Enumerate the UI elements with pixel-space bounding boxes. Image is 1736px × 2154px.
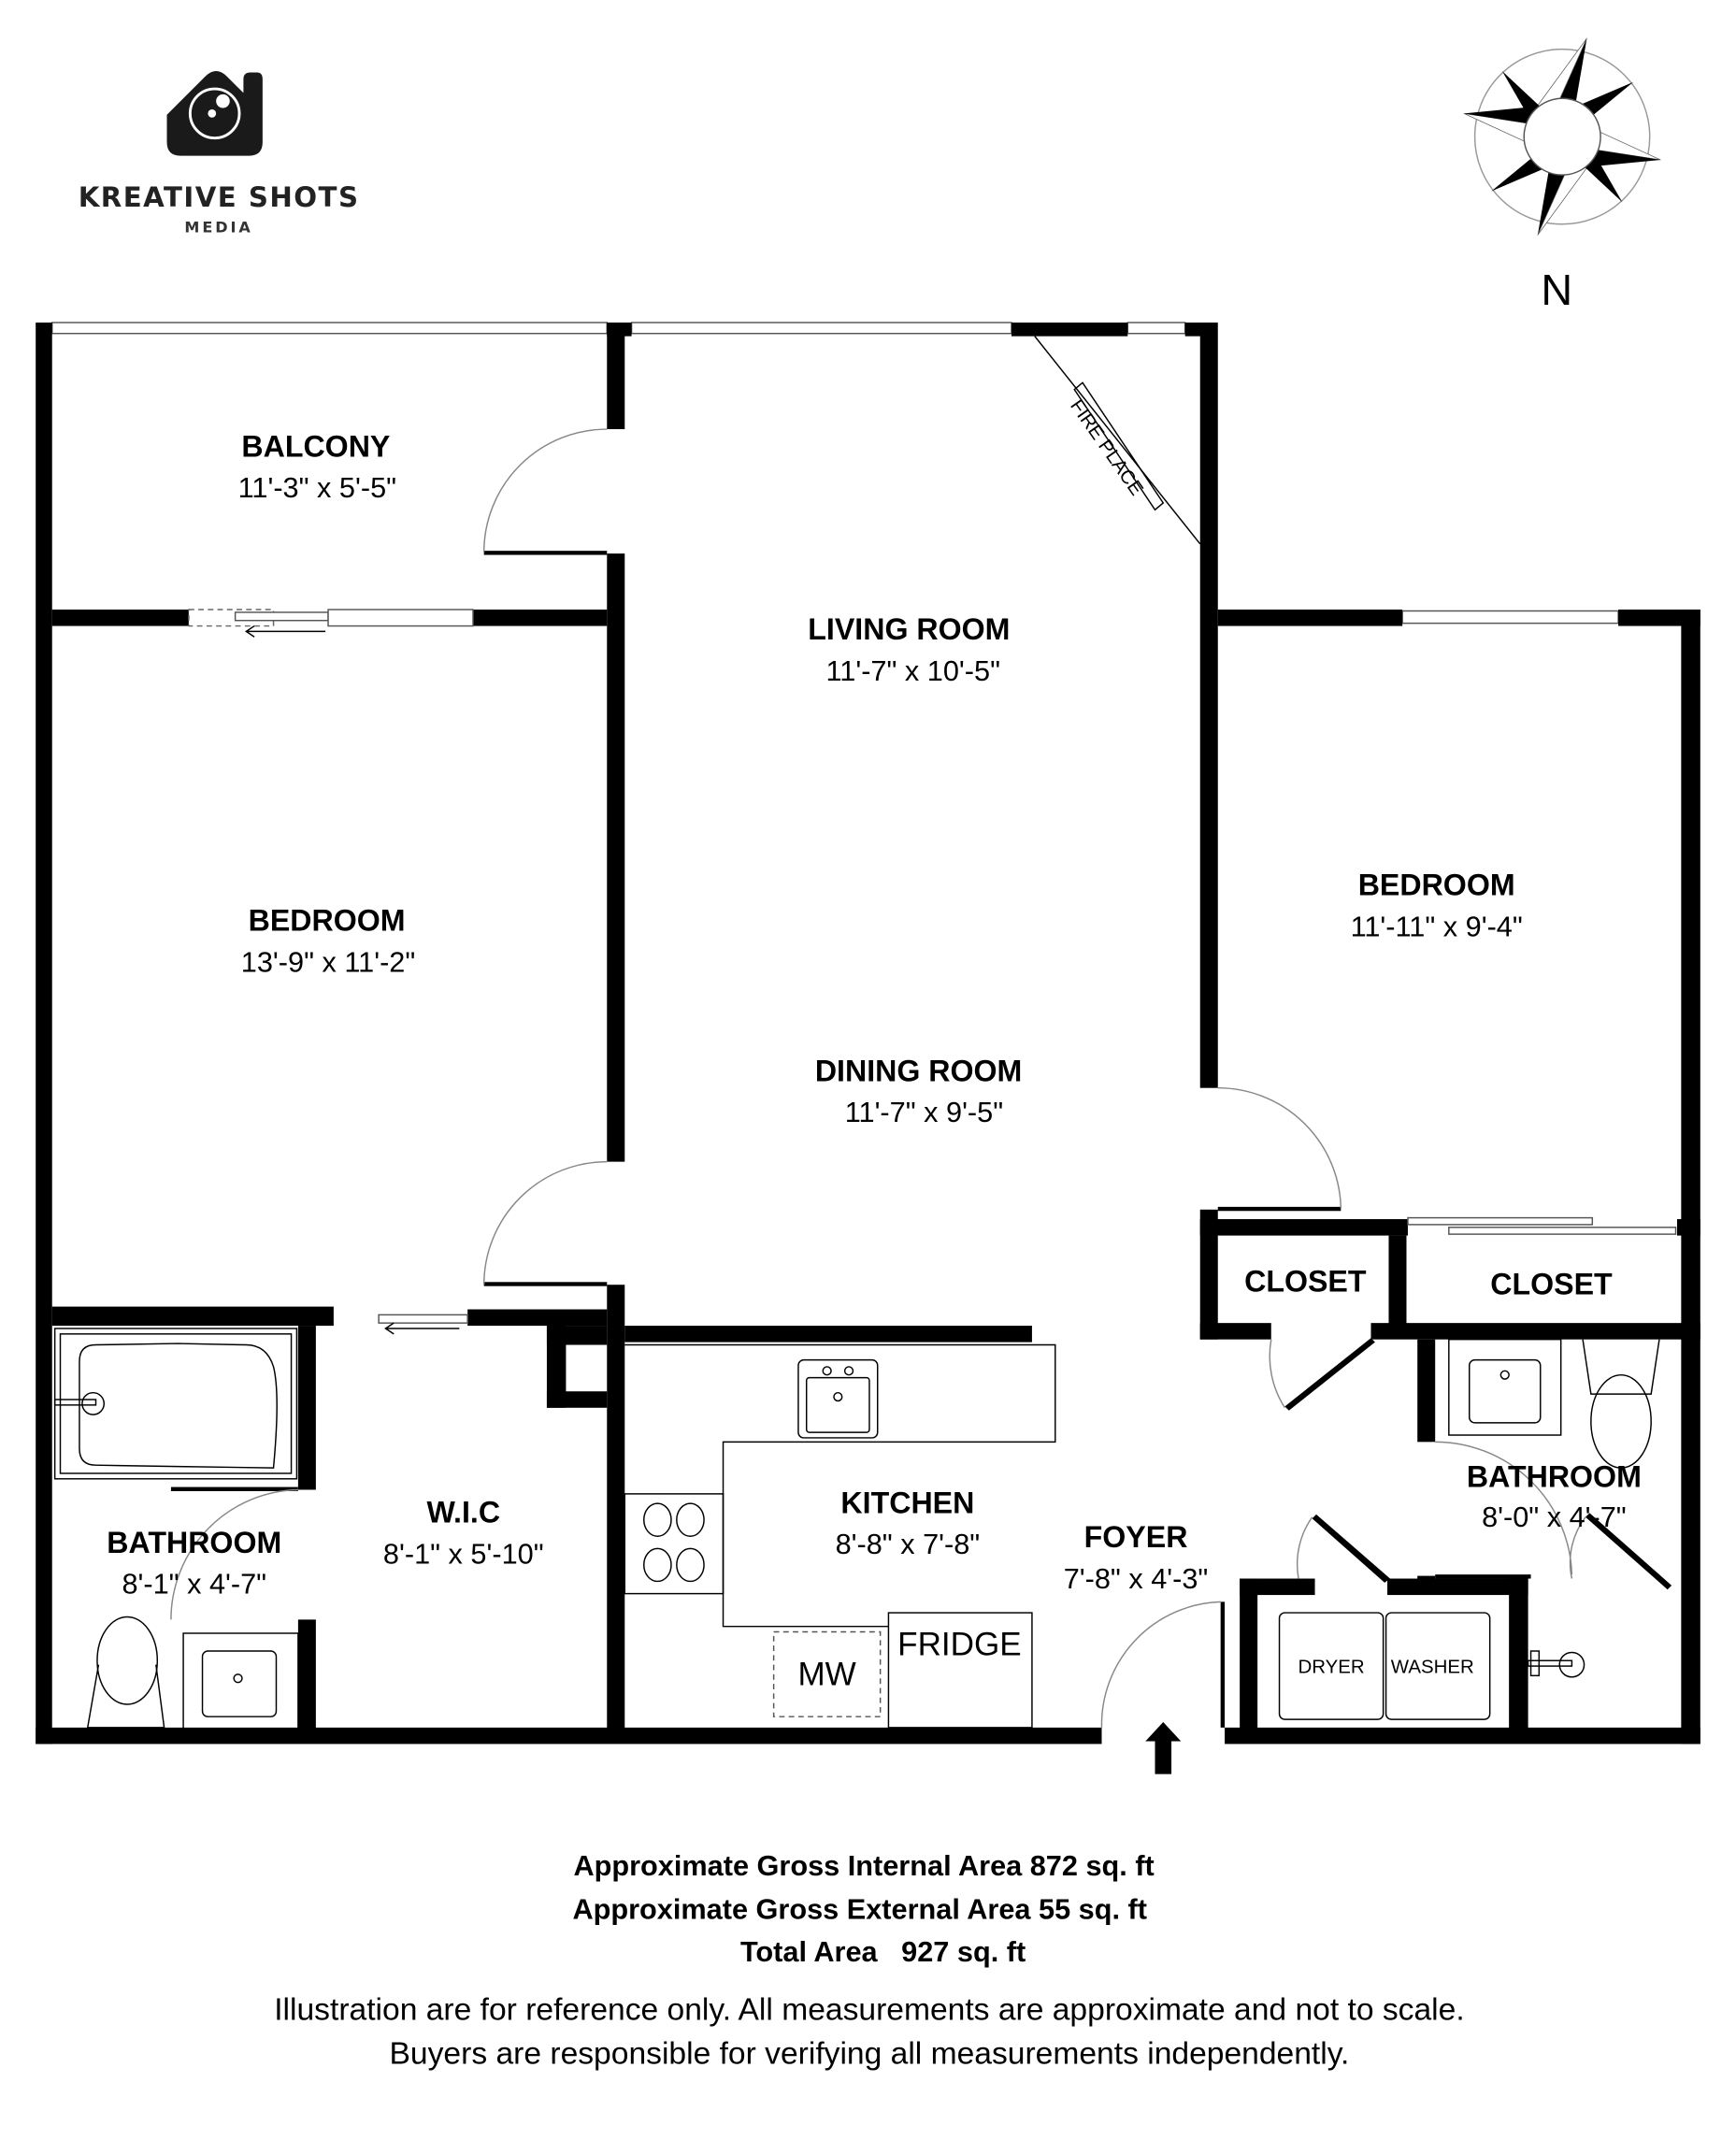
shower-icon (1527, 1650, 1585, 1678)
room-closet-2: CLOSET (1490, 1267, 1613, 1300)
svg-text:FOYER: FOYER (1084, 1520, 1188, 1554)
room-bathroom-right: BATHROOM 8'-0" x 4'-7" (1467, 1460, 1642, 1533)
living-window-2 (1126, 322, 1186, 335)
bath-sink-icon (182, 1632, 299, 1730)
svg-text:BATHROOM: BATHROOM (1467, 1460, 1642, 1494)
walls (36, 323, 1700, 1745)
brand-sub: MEDIA (184, 219, 252, 237)
toilet-icon (86, 1616, 165, 1729)
laundry-appliances: DRYER WASHER (1278, 1612, 1491, 1720)
disclaimer-line-2: Buyers are responsible for verifying all… (390, 2037, 1350, 2072)
internal-area: Approximate Gross Internal Area 872 sq. … (573, 1849, 1154, 1882)
compass-north-label: N (1541, 266, 1572, 314)
balcony-railing (50, 322, 609, 335)
house-camera-icon (166, 71, 263, 156)
svg-text:13'-9" x 11'-2": 13'-9" x 11'-2" (241, 945, 415, 978)
fireplace-label: FIRE PLACE (1066, 395, 1147, 499)
disclaimer: Illustration are for reference only. All… (274, 1993, 1464, 2072)
svg-text:DINING ROOM: DINING ROOM (815, 1054, 1023, 1087)
svg-text:11'-7" x 9'-5": 11'-7" x 9'-5" (845, 1096, 1003, 1128)
room-kitchen: KITCHEN 8'-8" x 7'-8" (836, 1486, 981, 1560)
svg-text:BEDROOM: BEDROOM (249, 904, 406, 938)
room-foyer: FOYER 7'-8" x 4'-3" (1064, 1520, 1209, 1595)
sliding-door-balcony (188, 609, 474, 638)
room-living: LIVING ROOM 11'-7" x 10'-5" (808, 612, 1010, 687)
fireplace: FIRE PLACE (1034, 336, 1201, 545)
dryer-label: DRYER (1298, 1656, 1364, 1677)
living-window (630, 322, 1012, 335)
svg-text:11'-3" x 5'-5": 11'-3" x 5'-5" (238, 471, 396, 504)
stove-icon (643, 1502, 705, 1583)
brand-name: KREATIVE SHOTS (79, 181, 360, 213)
closet-sliding-door (1407, 1216, 1594, 1226)
bedroom-window (1401, 610, 1619, 625)
svg-text:BALCONY: BALCONY (241, 429, 390, 463)
svg-text:KITCHEN: KITCHEN (840, 1486, 974, 1519)
kitchen-sink-icon (797, 1358, 879, 1439)
svg-text:7'-8" x 4'-3": 7'-8" x 4'-3" (1064, 1562, 1209, 1595)
bathtub-icon (53, 1328, 298, 1480)
room-balcony: BALCONY 11'-3" x 5'-5" (238, 429, 396, 504)
bath-sink-icon-right (1448, 1338, 1562, 1436)
microwave-label: MW (797, 1657, 855, 1693)
brand-logo: KREATIVE SHOTS MEDIA (79, 71, 360, 237)
svg-text:11'-11" x 9'-4": 11'-11" x 9'-4" (1351, 910, 1523, 942)
room-bedroom-right: BEDROOM 11'-11" x 9'-4" (1351, 869, 1523, 943)
sliding-door-wic (378, 1314, 468, 1335)
disclaimer-line-1: Illustration are for reference only. All… (274, 1993, 1464, 2028)
external-area: Approximate Gross External Area 55 sq. f… (572, 1893, 1147, 1926)
toilet-icon-right (1582, 1339, 1660, 1469)
svg-text:8'-8" x 7'-8": 8'-8" x 7'-8" (836, 1528, 981, 1560)
compass-rose-icon: N (1463, 37, 1661, 314)
svg-text:8'-1" x 4'-7": 8'-1" x 4'-7" (122, 1568, 266, 1601)
room-dining: DINING ROOM 11'-7" x 9'-5" (815, 1054, 1023, 1128)
area-summary: Approximate Gross Internal Area 872 sq. … (572, 1849, 1154, 1968)
washer-label: WASHER (1391, 1656, 1474, 1677)
svg-text:BATHROOM: BATHROOM (107, 1526, 281, 1559)
entrance-arrow-icon (1145, 1722, 1182, 1774)
svg-text:11'-7" x 10'-5": 11'-7" x 10'-5" (826, 654, 1000, 687)
svg-text:8'-0" x 4'-7": 8'-0" x 4'-7" (1482, 1501, 1627, 1533)
total-area: Total Area 927 sq. ft (740, 1935, 1026, 1968)
svg-text:W.I.C: W.I.C (426, 1496, 500, 1529)
kitchen-fixtures: MW FRIDGE (624, 1343, 1056, 1729)
svg-text:BEDROOM: BEDROOM (1358, 869, 1515, 902)
room-closet-1: CLOSET (1244, 1265, 1367, 1299)
fridge-label: FRIDGE (897, 1626, 1022, 1662)
door-swings (170, 428, 1586, 1728)
svg-text:LIVING ROOM: LIVING ROOM (808, 612, 1010, 646)
svg-text:8'-1" x 5'-10": 8'-1" x 5'-10" (383, 1537, 544, 1570)
room-bathroom-left: BATHROOM 8'-1" x 4'-7" (107, 1526, 281, 1601)
closet-sliding-door (1448, 1227, 1677, 1235)
room-wic: W.I.C 8'-1" x 5'-10" (383, 1496, 544, 1571)
room-bedroom-left: BEDROOM 13'-9" x 11'-2" (241, 904, 415, 979)
